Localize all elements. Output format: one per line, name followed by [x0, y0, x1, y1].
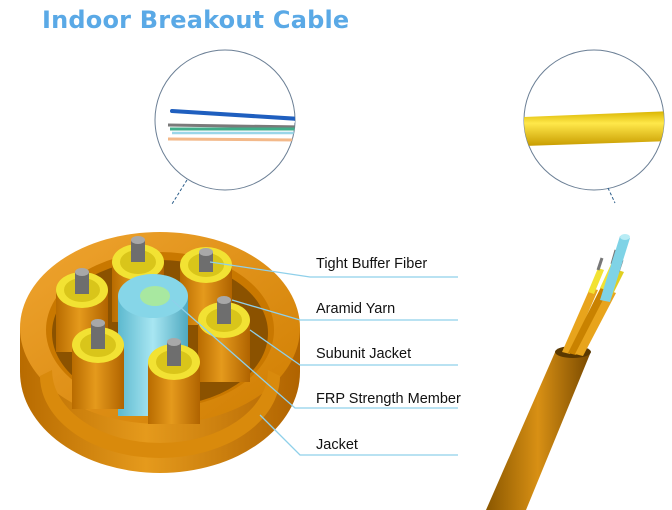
label-subunit-jacket: Subunit Jacket: [316, 346, 411, 362]
leader-lines: [171, 261, 458, 456]
label-jacket: Jacket: [316, 437, 358, 453]
cable-cross-section: [20, 232, 300, 473]
cable-side-view: [486, 234, 630, 510]
label-aramid-yarn: Aramid Yarn: [316, 301, 395, 317]
fiber-detail-magnifier: [154, 49, 296, 205]
subunit: [198, 296, 250, 382]
label-tight-buffer-fiber: Tight Buffer Fiber: [316, 256, 427, 272]
cable-detail-magnifier: [523, 49, 665, 204]
subunit: [148, 338, 200, 424]
subunit: [112, 236, 164, 322]
label-frp-strength-member: FRP Strength Member: [316, 391, 461, 407]
page-title: Indoor Breakout Cable: [42, 6, 350, 34]
subunit: [72, 319, 124, 409]
